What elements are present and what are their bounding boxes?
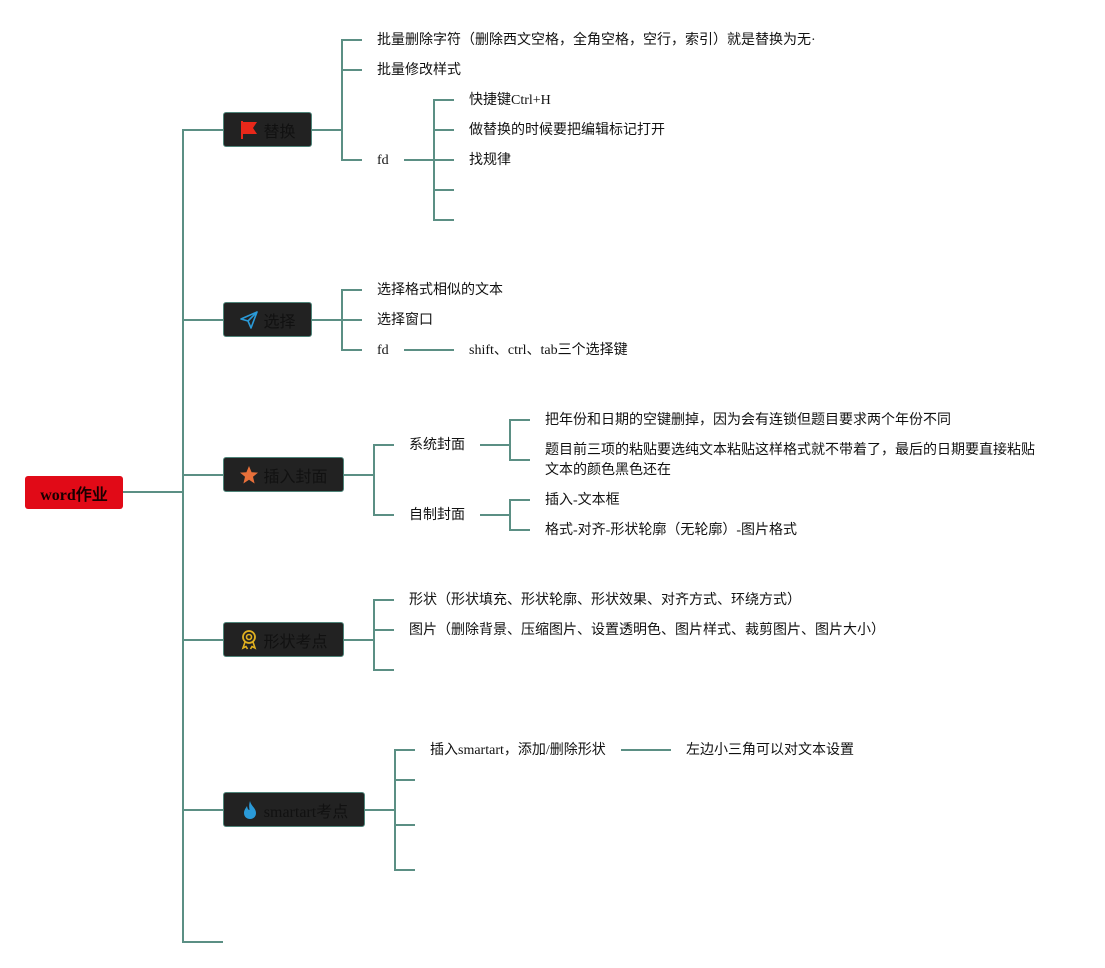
paper-plane-icon xyxy=(240,310,259,329)
topic-text[interactable]: 选择窗口 xyxy=(377,313,433,328)
branch-node-replace[interactable]: 替换 xyxy=(223,112,312,147)
topic-text[interactable]: 把年份和日期的空键删掉，因为会有连锁但题目要求两个年份不同 xyxy=(545,413,951,428)
topic-text[interactable]: 插入smartart，添加/删除形状 xyxy=(430,743,606,758)
topic-text[interactable]: 系统封面 xyxy=(409,438,465,453)
flag-icon xyxy=(241,120,258,139)
branch-label: 形状考点 xyxy=(263,633,328,651)
branch-label: 替换 xyxy=(263,123,296,141)
root-node[interactable]: word作业 xyxy=(25,476,123,509)
topic-text[interactable]: fd xyxy=(377,343,389,358)
topic-text[interactable]: 格式-对齐-形状轮廓（无轮廓）-图片格式 xyxy=(545,523,797,538)
flame-icon xyxy=(243,800,256,819)
branch-label: 选择 xyxy=(263,313,296,331)
branch-node-smartart[interactable]: smartart考点 xyxy=(223,792,365,827)
topic-text[interactable]: 选择格式相似的文本 xyxy=(377,283,503,298)
topic-text[interactable]: 左边小三角可以对文本设置 xyxy=(686,743,854,758)
branch-node-select[interactable]: 选择 xyxy=(223,302,312,337)
topic-text[interactable]: fd xyxy=(377,153,389,168)
topic-text[interactable]: shift、ctrl、tab三个选择键 xyxy=(469,343,628,358)
branch-label: 插入封面 xyxy=(263,468,328,486)
topic-text[interactable]: 题目前三项的粘贴要选纯文本粘贴这样格式就不带着了，最后的日期要直接粘贴文本的颜色… xyxy=(545,443,1035,478)
branch-label: smartart考点 xyxy=(263,803,349,821)
branch-node-cover[interactable]: 插入封面 xyxy=(223,457,344,492)
topic-text[interactable]: 图片（删除背景、压缩图片、设置透明色、图片样式、裁剪图片、图片大小） xyxy=(409,623,885,638)
topic-text[interactable]: 快捷键Ctrl+H xyxy=(469,93,551,108)
award-icon xyxy=(242,629,257,650)
topic-text[interactable]: 找规律 xyxy=(469,153,511,168)
topic-text[interactable]: 插入-文本框 xyxy=(545,493,620,508)
topic-text[interactable]: 批量删除字符（删除西文空格，全角空格，空行，索引）就是替换为无· xyxy=(377,33,816,48)
root-label: word作业 xyxy=(40,486,108,504)
topic-text[interactable]: 批量修改样式 xyxy=(377,63,461,78)
topic-text[interactable]: 自制封面 xyxy=(409,508,465,523)
topic-text[interactable]: 做替换的时候要把编辑标记打开 xyxy=(469,123,665,138)
topic-text[interactable]: 形状（形状填充、形状轮廓、形状效果、对齐方式、环绕方式） xyxy=(409,593,801,608)
star-icon xyxy=(240,465,259,483)
branch-node-shapes[interactable]: 形状考点 xyxy=(223,622,344,657)
